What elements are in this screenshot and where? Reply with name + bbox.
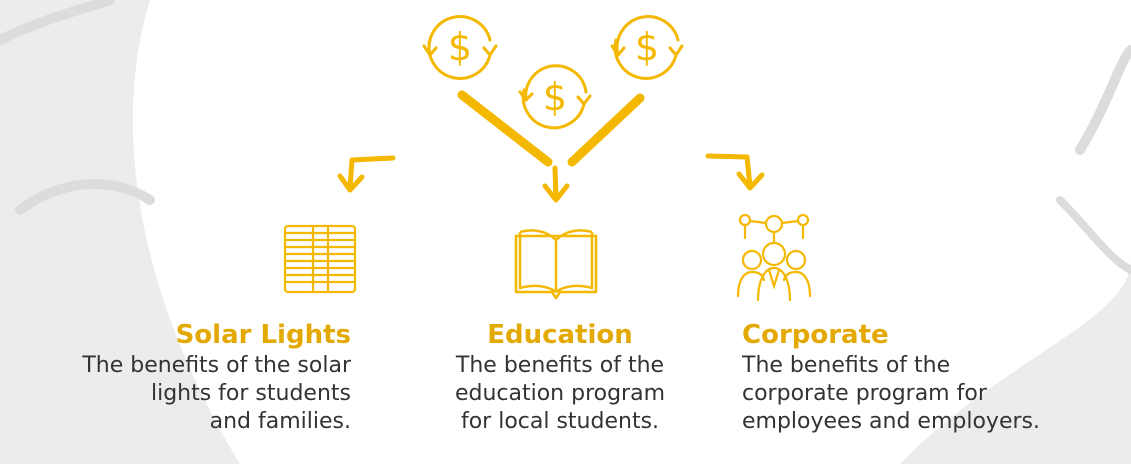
description-line: and families. (209, 409, 351, 434)
solar-lights-title: Solar Lights (175, 320, 351, 350)
description-line: The benefits of the (455, 353, 665, 378)
corporate-column: Corporate The benefits of the corporate … (742, 320, 1131, 436)
solar-panel-icon (283, 224, 357, 294)
arrow-to-corporate (705, 153, 765, 191)
description-line: The benefits of the solar (82, 353, 351, 378)
background-curve (0, 0, 115, 45)
dollar-cycle-icon: $ (610, 15, 684, 80)
funnel-arrows (457, 90, 645, 167)
description-line: corporate program for (742, 381, 987, 406)
description-line: for local students. (460, 409, 660, 434)
dollar-cycle-icon: $ (518, 64, 592, 130)
solar-lights-column: Solar Lights The benefits of the solar l… (0, 320, 351, 436)
corporate-title: Corporate (742, 320, 889, 350)
education-column: Education The benefits of the education … (380, 320, 740, 436)
funnel-arrow (457, 90, 553, 167)
description-line: The benefits of the (742, 353, 951, 378)
background-blob (132, 0, 1131, 464)
background-curve (1075, 45, 1131, 155)
open-book-icon (514, 229, 598, 300)
distribution-arrows (337, 153, 765, 203)
background-curve (1056, 196, 1131, 274)
arrow-to-solar (337, 155, 396, 193)
education-title: Education (487, 320, 633, 350)
corporate-description: The benefits of the corporate program fo… (742, 352, 1131, 436)
svg-text:$: $ (635, 25, 659, 69)
description-line: lights for students (150, 381, 351, 406)
funnel-arrow (567, 93, 645, 167)
solar-lights-description: The benefits of the solar lights for stu… (0, 352, 351, 436)
svg-text:$: $ (448, 25, 472, 69)
people-network-icon (736, 213, 812, 302)
background-curve (15, 179, 155, 215)
description-line: education program (454, 381, 666, 406)
arrow-to-education (542, 165, 570, 203)
description-line: employees and employers. (742, 409, 1040, 434)
education-description: The benefits of the education program fo… (380, 352, 740, 436)
dollar-cycle-icon: $ (422, 15, 498, 80)
svg-text:$: $ (543, 75, 567, 119)
